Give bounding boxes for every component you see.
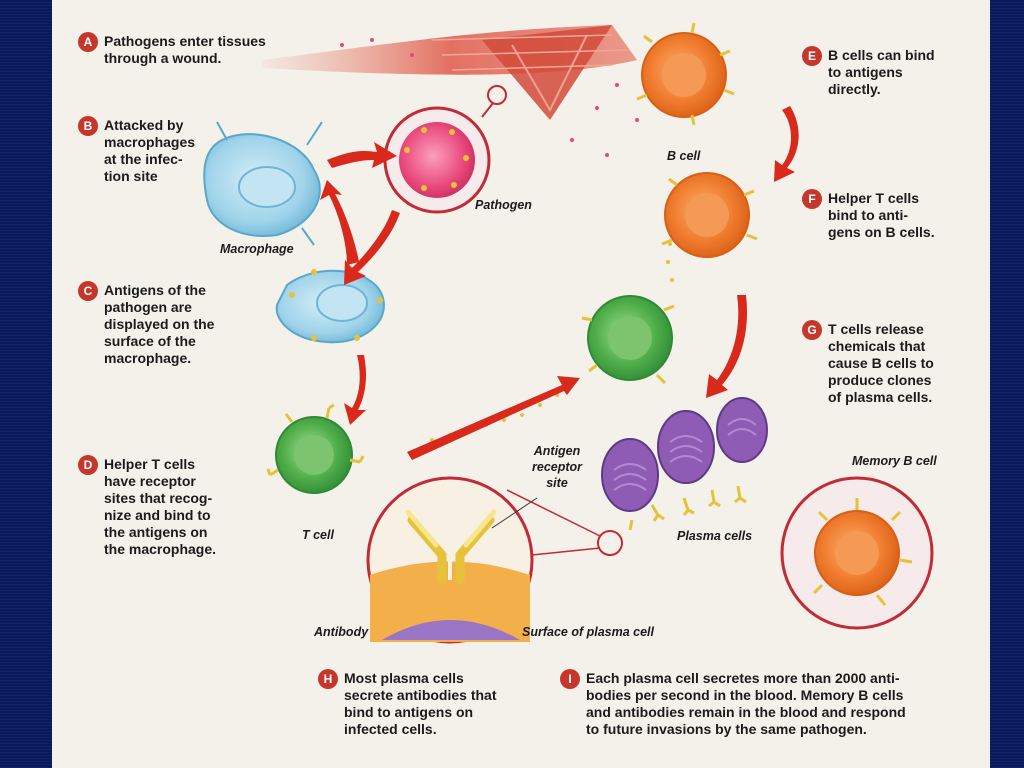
pathogen-label: Pathogen xyxy=(475,198,532,212)
memory-b-cell-label: Memory B cell xyxy=(852,454,937,468)
wound-tissue xyxy=(262,25,637,120)
step-c-text: Antigens of the pathogen are displayed o… xyxy=(104,282,215,366)
step-h-badge: H xyxy=(318,669,338,689)
antibody-inset xyxy=(366,476,623,644)
step-f-badge: F xyxy=(802,189,822,209)
process-arrows xyxy=(320,106,799,460)
pathogen-particles xyxy=(340,38,639,157)
step-c-badge: C xyxy=(78,281,98,301)
plasma-cells-label: Plasma cells xyxy=(677,529,753,543)
step-b-text: Attacked by macrophages at the infec- ti… xyxy=(104,117,196,184)
b-cell-label: B cell xyxy=(667,149,701,163)
helper-t-cell xyxy=(266,403,365,494)
antigen-receptor-site-label: Antigen receptor site xyxy=(532,444,583,490)
macrophage-cell xyxy=(203,121,323,246)
antibody-label: Antibody xyxy=(314,625,369,639)
t-cell-label: T cell xyxy=(302,528,334,542)
step-a-badge: A xyxy=(78,32,98,52)
step-a-text: Pathogens enter tissues through a wound. xyxy=(104,33,266,66)
activated-t-cell xyxy=(581,295,675,385)
plasma-cells xyxy=(601,397,768,531)
pathogen-inset xyxy=(383,85,507,214)
step-g-badge: G xyxy=(802,320,822,340)
step-f-text: Helper T cells bind to anti- gens on B c… xyxy=(828,190,935,240)
step-e-text: B cells can bind to antigens directly. xyxy=(828,47,935,97)
step-d-badge: D xyxy=(78,455,98,475)
antigen-presenting-macrophage xyxy=(275,267,385,344)
macrophage-label: Macrophage xyxy=(220,242,294,256)
memory-b-cell-inset xyxy=(780,476,934,630)
step-h-text: Most plasma cells secrete antibodies tha… xyxy=(344,670,497,737)
step-e-badge: E xyxy=(802,46,822,66)
step-g-text: T cells release chemicals that cause B c… xyxy=(828,321,934,405)
b-cell-with-t-cell xyxy=(661,172,758,258)
step-d-text: Helper T cells have receptor sites that … xyxy=(104,456,217,557)
surface-of-plasma-cell-label: Surface of plasma cell xyxy=(522,625,655,639)
b-cell xyxy=(636,22,735,126)
figure-panel: A Pathogens enter tissues through a woun… xyxy=(52,0,990,768)
step-i-text: Each plasma cell secretes more than 2000… xyxy=(586,670,906,737)
immune-response-diagram xyxy=(203,22,934,644)
step-i-badge: I xyxy=(560,669,580,689)
step-b-badge: B xyxy=(78,116,98,136)
